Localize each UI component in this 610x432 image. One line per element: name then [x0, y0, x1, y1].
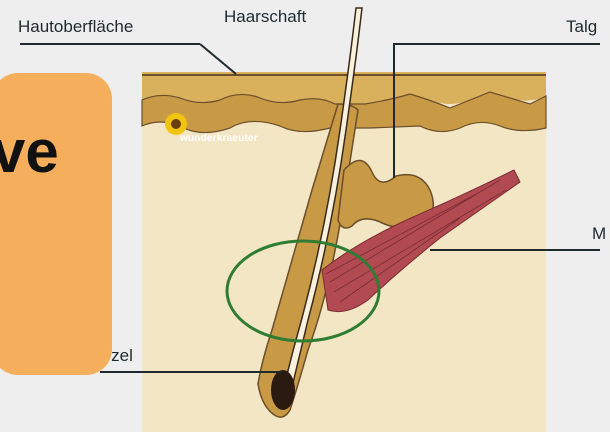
label-haarschaft: Haarschaft — [224, 7, 306, 27]
sunflower-icon — [165, 113, 187, 135]
label-muskel: M — [592, 224, 606, 244]
leader-hautoberflaeche-2 — [200, 44, 236, 74]
callout-box: ve — [0, 73, 112, 375]
label-talgdruese: Talg — [566, 17, 597, 37]
callout-text: ve — [0, 117, 59, 186]
label-hautoberflaeche: Hautoberfläche — [18, 17, 133, 37]
watermark-text: wunderkraeuter — [180, 133, 258, 144]
hair-bulb — [271, 370, 295, 410]
